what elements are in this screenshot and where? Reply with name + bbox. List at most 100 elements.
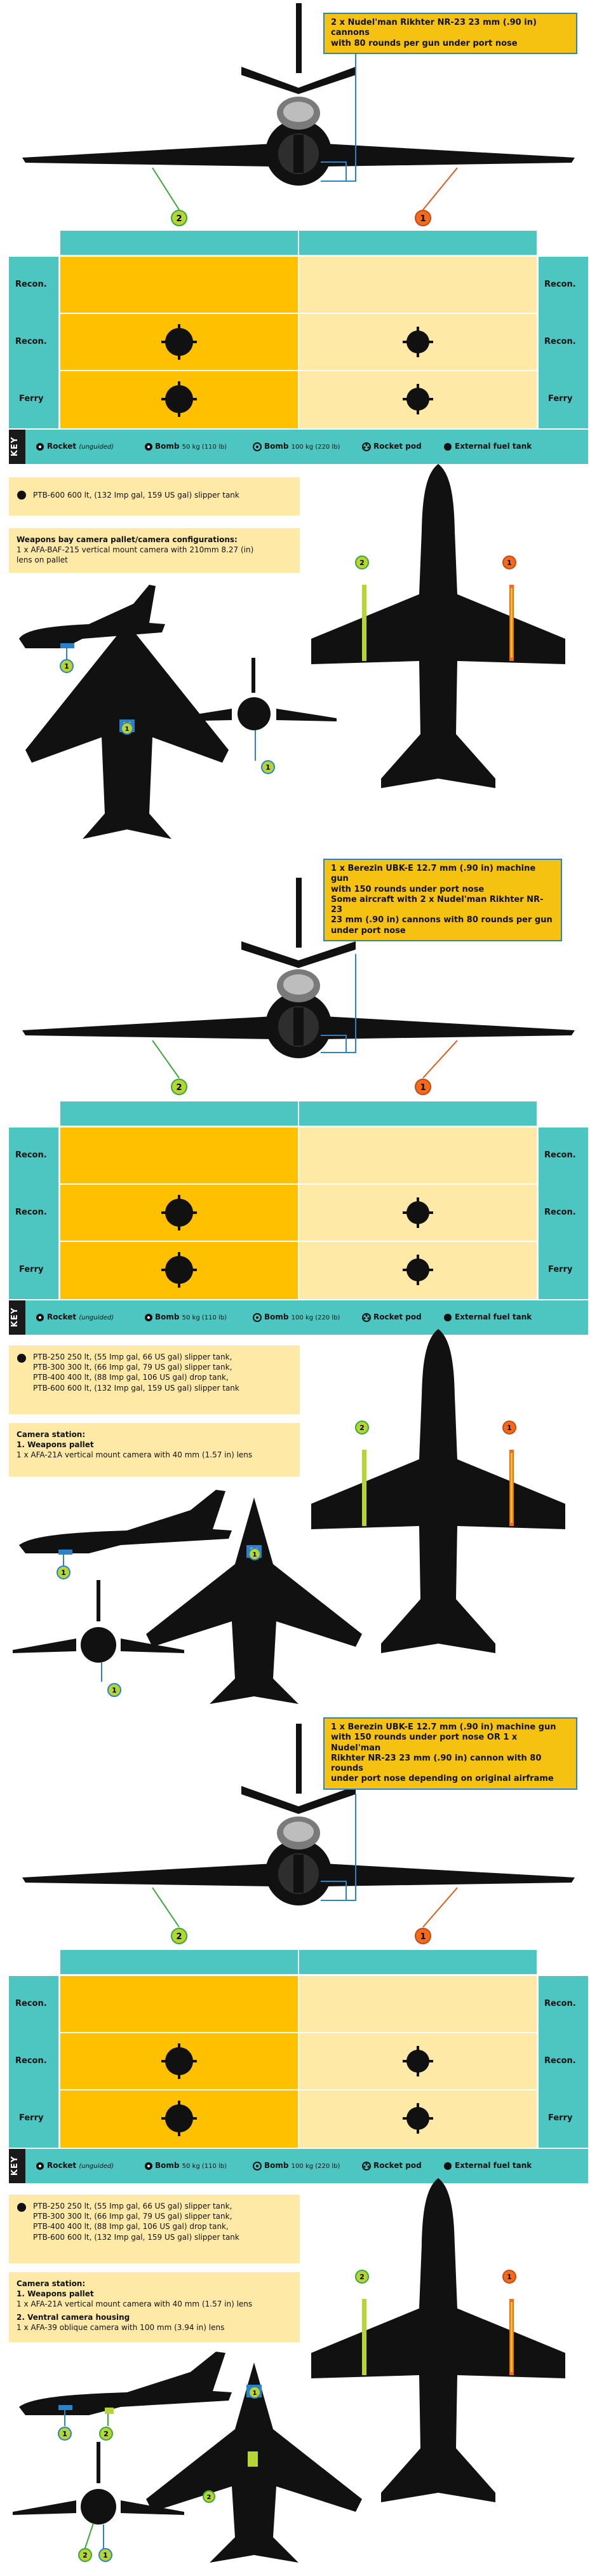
station-marker-2: 2	[171, 1928, 187, 1944]
top-view-aircraft-large	[311, 1329, 565, 1653]
marker-front-1: 1	[107, 1683, 121, 1697]
right-row-labels	[539, 1128, 588, 1299]
tank-icon-s1-r3	[403, 2103, 433, 2134]
svg-text:1: 1	[265, 763, 271, 772]
left-row-labels	[9, 257, 58, 428]
section-3: 1 x Berezin UBK-E 12.7 mm (.90 in) machi…	[0, 1717, 597, 2576]
tank-icon-s1-r3	[403, 1255, 433, 1285]
marker-bottom-1: 1	[121, 722, 133, 735]
marker-top-2: 2	[355, 1421, 369, 1435]
station-header-1	[299, 1950, 537, 1974]
left-row-labels	[9, 1976, 58, 2148]
top-view-aircraft-large	[311, 464, 565, 788]
tank-icon-s2-r3	[161, 2101, 197, 2136]
svg-text:1: 1	[507, 2273, 512, 2281]
svg-text:2: 2	[359, 1424, 365, 1432]
svg-text:1: 1	[125, 726, 130, 733]
svg-text:1: 1	[420, 1083, 426, 1093]
marker-front-2: 2	[78, 2548, 92, 2562]
marker-top-1: 1	[502, 1421, 516, 1435]
row-label-right-1: Recon.	[544, 1999, 576, 2008]
marker-front-1: 1	[261, 760, 275, 774]
svg-text:1: 1	[253, 2390, 257, 2397]
row-label-right-2: Recon.	[544, 1208, 576, 1217]
marker-bottom-2: 2	[203, 2490, 215, 2503]
section-1: 2 x Nudel'man Rikhter NR-23 23 mm (.90 i…	[0, 0, 597, 859]
row-label-left-3: Ferry	[19, 1265, 44, 1274]
svg-text:2: 2	[176, 1083, 182, 1093]
svg-text:1: 1	[253, 1551, 257, 1558]
marker-side-1: 1	[60, 659, 74, 673]
tank-icon-s2-r2	[161, 2043, 197, 2079]
svg-text:1: 1	[112, 1686, 117, 1694]
station-marker-2: 2	[171, 1079, 187, 1095]
row-label-left-3: Ferry	[19, 2113, 44, 2123]
station-header-1	[299, 231, 537, 255]
row-label-left-3: Ferry	[19, 394, 44, 404]
row-label-left-1: Recon.	[15, 280, 47, 289]
armament-callout: 1 x Berezin UBK-E 12.7 mm (.90 in) machi…	[323, 1717, 577, 1790]
station-header-2	[60, 1101, 298, 1126]
front-view-aircraft-small	[13, 2442, 184, 2551]
front-view-aircraft	[22, 3, 575, 210]
tank-icon-s1-r3	[403, 384, 433, 414]
row-label-left-2: Recon.	[15, 337, 47, 346]
camera-note: Camera station: 1. Weapons pallet 1 x AF…	[9, 2272, 300, 2342]
marker-top-1: 1	[502, 2270, 516, 2284]
tank-note: PTB-250 250 lt, (55 Imp gal, 66 US gal) …	[9, 1346, 300, 1414]
svg-text:2: 2	[359, 559, 365, 567]
marker-top-2: 2	[355, 2270, 369, 2284]
row-label-left-2: Recon.	[15, 2056, 47, 2066]
tank-icon-s2-r3	[161, 1252, 197, 1288]
svg-text:2: 2	[83, 2551, 88, 2559]
key-bar: KEY Rocket (unguided) Bomb 50 kg (110 lb…	[9, 2149, 588, 2183]
svg-text:2: 2	[176, 1932, 182, 1942]
marker-top-1: 1	[502, 555, 516, 569]
station-marker-1: 1	[415, 210, 431, 226]
station-marker-2: 2	[171, 210, 187, 226]
key-bar: KEY Rocket (unguided) Bomb 50 kg (110 lb…	[9, 430, 588, 464]
svg-text:1: 1	[420, 1932, 426, 1942]
front-view-aircraft	[22, 1724, 575, 1928]
svg-text:1: 1	[507, 1424, 512, 1432]
marker-top-2: 2	[355, 555, 369, 569]
armament-callout: 1 x Berezin UBK-E 12.7 mm (.90 in) machi…	[323, 859, 562, 941]
tank-icon-s1-r2	[403, 327, 433, 357]
svg-text:2: 2	[359, 2273, 365, 2281]
marker-bottom-1: 1	[248, 1548, 261, 1560]
side-view-aircraft	[19, 2352, 232, 2426]
key-bar: KEY Rocket (unguided) Bomb 50 kg (110 lb…	[9, 1300, 588, 1335]
row-label-right-2: Recon.	[544, 337, 576, 346]
tank-note: PTB-250 250 lt, (55 Imp gal, 66 US gal) …	[9, 2195, 300, 2263]
armament-callout: 2 x Nudel'man Rikhter NR-23 23 mm (.90 i…	[323, 13, 577, 54]
svg-text:1: 1	[64, 662, 69, 671]
svg-text:1: 1	[103, 2551, 108, 2559]
station-label-2: 2	[176, 214, 182, 224]
svg-text:1: 1	[507, 559, 512, 567]
row-label-right-3: Ferry	[548, 2113, 573, 2123]
station-marker-1: 1	[415, 1928, 431, 1944]
left-row-labels	[9, 1128, 58, 1299]
tank-icon-s2-r3	[161, 381, 197, 417]
camera-note: Weapons bay camera pallet/camera configu…	[9, 528, 300, 573]
marker-side-1: 1	[58, 2427, 72, 2441]
row-label-right-3: Ferry	[548, 1265, 573, 1274]
station-header-2	[60, 1950, 298, 1974]
section-2: 1 x Berezin UBK-E 12.7 mm (.90 in) machi…	[0, 859, 597, 1717]
marker-bottom-1: 1	[248, 2386, 261, 2399]
tank-icon-s1-r2	[403, 1197, 433, 1228]
station-label-1: 1	[420, 214, 426, 224]
station-marker-1: 1	[415, 1079, 431, 1095]
row-label-right-1: Recon.	[544, 1150, 576, 1160]
camera-note: Camera station: 1. Weapons pallet 1 x AF…	[9, 1423, 300, 1476]
svg-text:2: 2	[104, 2430, 109, 2438]
row-label-left-1: Recon.	[15, 1999, 47, 2008]
row-label-left-2: Recon.	[15, 1208, 47, 1217]
front-view-aircraft-small	[171, 658, 337, 761]
svg-text:2: 2	[207, 2494, 211, 2501]
station-header-1	[299, 1101, 537, 1126]
row-label-right-2: Recon.	[544, 2056, 576, 2066]
front-view-aircraft	[22, 878, 575, 1079]
row-label-right-1: Recon.	[544, 280, 576, 289]
front-view-aircraft-small	[13, 1580, 184, 1682]
